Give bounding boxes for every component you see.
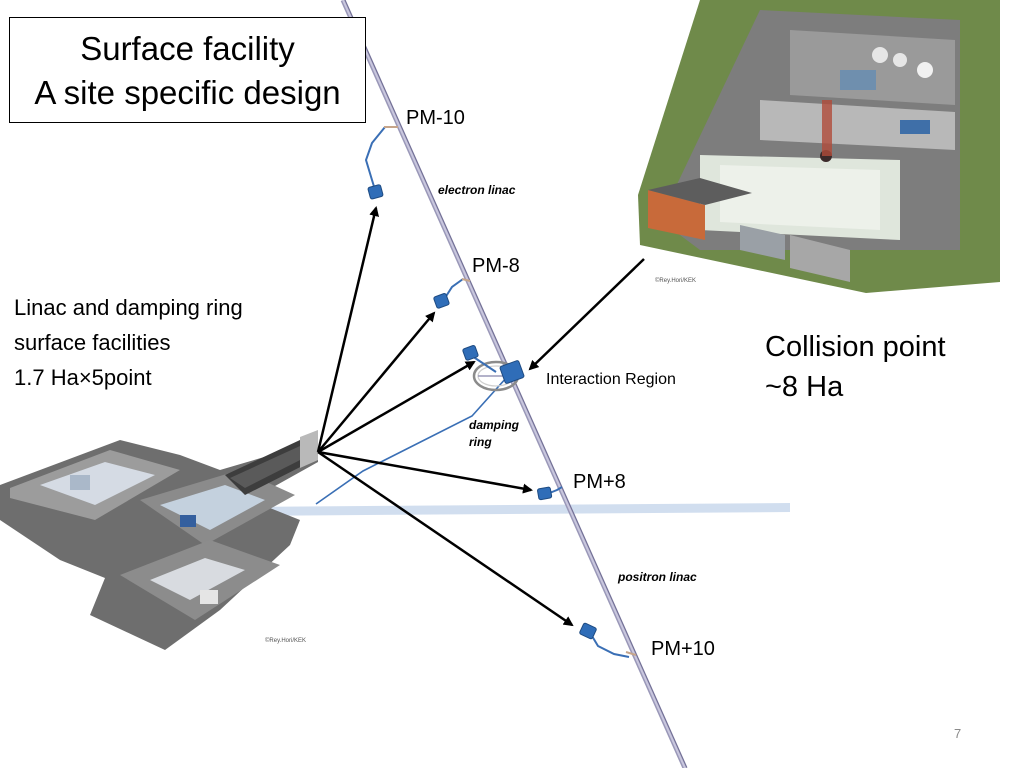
facility-description: Linac and damping ring surface facilitie… [14,290,243,395]
credit-top-render: ©Rey.Hori/KEK [655,278,696,284]
facility-description-line-1: Linac and damping ring [14,295,243,320]
facility-description-line-2: surface facilities [14,330,171,355]
label-pm-plus-8: PM+8 [573,471,626,493]
title-box: Surface facility A site specific design [9,17,366,123]
collision-point-description: Collision point ~8 Ha [765,327,946,407]
collision-point-line-1: Collision point [765,331,946,363]
pm-plus-8-shaft [537,486,563,501]
pm-8-shaft [433,278,471,309]
label-interaction-region: Interaction Region [546,371,676,388]
credit-bottom-render: ©Rey.Hori/KEK [265,638,306,644]
collision-facility-render [638,0,1024,293]
access-tunnel-line [315,376,508,505]
linac-facility-render [0,430,318,650]
collision-point-line-2: ~8 Ha [765,371,844,403]
damping-ring-shaft [462,345,497,373]
label-positron-linac: positron linac [618,570,697,584]
page-number: 7 [954,726,962,741]
title-line-2: A site specific design [34,74,341,111]
label-damping-ring-line1: damping [469,418,519,432]
ir-shaft [499,360,525,384]
label-pm-minus-8: PM-8 [472,255,520,277]
title-line-1: Surface facility [80,30,295,67]
label-pm-minus-10: PM-10 [406,107,465,129]
facility-arrows [316,206,645,627]
facility-description-line-3: 1.7 Ha×5point [14,365,152,390]
label-pm-plus-10: PM+10 [651,638,715,660]
label-damping-ring-line2: ring [469,435,492,449]
pm-10-shaft [364,126,398,200]
label-electron-linac: electron linac [438,183,516,197]
ground-band [230,503,790,516]
pm-plus-10-shaft [579,622,637,658]
